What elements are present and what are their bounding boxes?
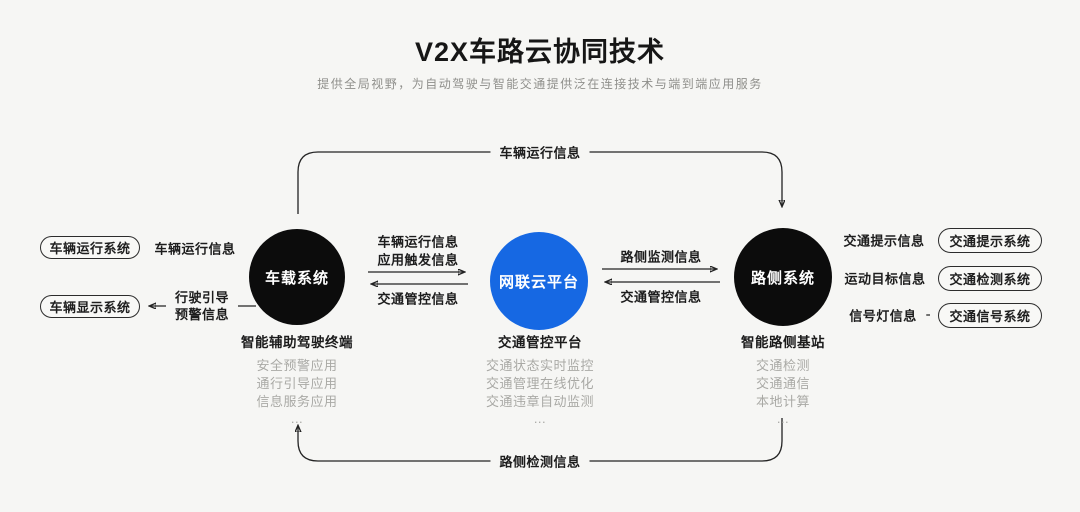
page-subtitle: 提供全局视野，为自动驾驶与智能交通提供泛在连接技术与端到端应用服务 — [317, 77, 763, 91]
signal-light-info-label: 信号灯信息 — [840, 304, 926, 326]
guide-warning-line1: 行驶引导 — [174, 290, 230, 305]
moving-target-info-label: 运动目标信息 — [835, 267, 935, 289]
guide-warning-line2: 预警信息 — [174, 307, 230, 322]
roadside-monitor-label: 路侧监测信息 — [620, 249, 702, 265]
list-item: 通行引导应用 — [256, 376, 338, 391]
vehicle-to-cloud-label1: 车辆运行信息 — [377, 234, 459, 250]
roadside-list-title: 智能路侧基站 — [741, 335, 825, 350]
list-item-ellipsis: ... — [533, 411, 547, 426]
list-item: 本地计算 — [755, 394, 810, 409]
list-item: 交通通信 — [755, 376, 810, 391]
vehicle-run-info-label: 车辆运行信息 — [145, 237, 245, 259]
cloud-capability-list: 交通管控平台 交通状态实时监控 交通管理在线优化 交通违章自动监测 ... — [486, 334, 594, 427]
cloud-to-vehicle-label: 交通管控信息 — [377, 291, 459, 307]
vehicle-system-node: 车载系统 — [249, 229, 345, 325]
vehicle-display-system-pill: 车辆显示系统 — [40, 295, 140, 318]
traffic-signal-system-pill: 交通信号系统 — [938, 303, 1042, 328]
list-item-ellipsis: ... — [776, 411, 790, 426]
cloud-to-roadside-label: 交通管控信息 — [620, 289, 702, 305]
list-item: 信息服务应用 — [256, 394, 338, 409]
cloud-list-title: 交通管控平台 — [497, 335, 582, 350]
top-arc-label: 车辆运行信息 — [490, 141, 590, 163]
list-item-ellipsis: ... — [290, 411, 304, 426]
vehicle-capability-list: 智能辅助驾驶终端 安全预警应用 通行引导应用 信息服务应用 ... — [241, 334, 353, 427]
list-item: 交通违章自动监测 — [485, 394, 595, 409]
vehicle-run-system-pill: 车辆运行系统 — [40, 236, 140, 259]
roadside-system-node: 路侧系统 — [734, 228, 832, 326]
guide-warning-label: 行驶引导 预警信息 — [165, 288, 239, 324]
list-item: 交通管理在线优化 — [485, 376, 595, 391]
bottom-arc-label: 路侧检测信息 — [490, 450, 590, 472]
roadside-capability-list: 智能路侧基站 交通检测 交通通信 本地计算 ... — [741, 334, 825, 427]
list-item: 交通检测 — [755, 358, 810, 373]
traffic-detect-system-pill: 交通检测系统 — [938, 266, 1042, 291]
list-item: 安全预警应用 — [256, 358, 338, 373]
vehicle-list-title: 智能辅助驾驶终端 — [241, 335, 353, 350]
traffic-tip-info-label: 交通提示信息 — [834, 229, 934, 251]
cloud-platform-node: 网联云平台 — [490, 232, 588, 330]
vehicle-to-cloud-label2: 应用触发信息 — [377, 252, 459, 268]
list-item: 交通状态实时监控 — [485, 358, 595, 373]
page-title: V2X车路云协同技术 — [414, 37, 666, 67]
traffic-tip-system-pill: 交通提示系统 — [938, 228, 1042, 253]
